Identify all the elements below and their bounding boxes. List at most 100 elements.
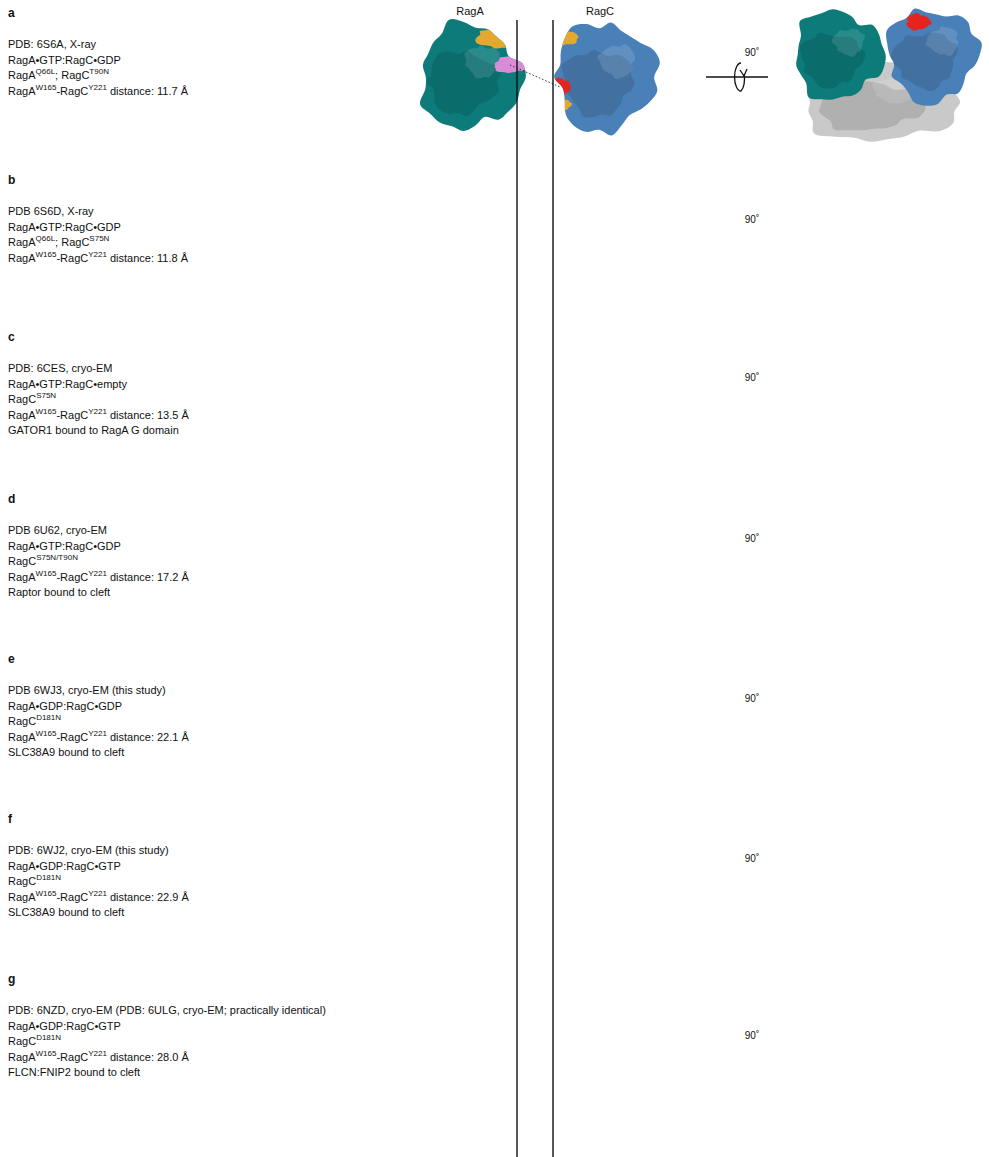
rotation-label: 90˚ — [745, 47, 759, 58]
panel-info: RagA — [8, 731, 36, 743]
rotation-label: 90˚ — [745, 533, 759, 544]
superscript-text: W165 — [36, 407, 57, 416]
panel-info: -RagC — [56, 731, 88, 743]
superscript-text: Y221 — [88, 569, 107, 578]
panel-info: distance: 22.9 Å — [110, 891, 189, 903]
panel-info-line: RagA•GTP:RagC•empty — [8, 377, 127, 391]
superscript-text: W165 — [36, 569, 57, 578]
superscript-text: S75N — [89, 234, 109, 243]
raga-surface — [796, 9, 886, 99]
panel-info: RagA•GDP:RagC•GDP — [8, 700, 122, 712]
panel-info: Raptor bound to cleft — [8, 586, 110, 598]
panel-info-line: RagA•GTP:RagC•GDP — [8, 220, 121, 234]
rotation-label: 90˚ — [745, 372, 759, 383]
panel-letter-line: a — [8, 6, 15, 20]
panel-info: RagA — [8, 252, 36, 264]
rotation-label-line: 90˚ — [745, 370, 759, 385]
panel-info: -RagC — [56, 252, 88, 264]
panel-info-line: PDB: 6S6A, X-ray — [8, 37, 96, 51]
panel-info-line: RagAW165-RagCY221distance: 22.1 Å — [8, 730, 189, 744]
panel-info: distance: 17.2 Å — [110, 571, 189, 583]
panel-info-line: SLC38A9 bound to cleft — [8, 745, 124, 759]
panel-info: RagA•GDP:RagC•GTP — [8, 860, 121, 872]
panel-info: PDB 6U62, cryo-EM — [8, 524, 107, 536]
panel-letter: f — [8, 812, 12, 826]
panel-info-line: PDB: 6NZD, cryo-EM (PDB: 6ULG, cryo-EM; … — [8, 1003, 326, 1017]
panel-info: -RagC — [56, 891, 88, 903]
rotation-label: 90˚ — [745, 1030, 759, 1041]
panel-info: RagA•GTP:RagC•GDP — [8, 221, 121, 233]
panel-letter-line: g — [8, 972, 15, 986]
superscript-text: Y221 — [88, 1049, 107, 1058]
panel-info-line: RagCD181N — [8, 1034, 61, 1048]
panel-info-line: RagCD181N — [8, 714, 61, 728]
panel-info-line: RagA•GTP:RagC•GDP — [8, 539, 121, 553]
rotation-label-line: 90˚ — [745, 691, 759, 706]
rotation-label: 90˚ — [745, 214, 759, 225]
panel-info: PDB: 6NZD, cryo-EM (PDB: 6ULG, cryo-EM; … — [8, 1004, 326, 1016]
rotation-label-line: 90˚ — [745, 212, 759, 227]
panel-info-line: PDB: 6CES, cryo-EM — [8, 361, 113, 375]
rotation-label-line: 90˚ — [745, 531, 759, 546]
superscript-text: T90N — [89, 67, 109, 76]
rotation-label-line: 90˚ — [745, 1028, 759, 1043]
panel-info: SLC38A9 bound to cleft — [8, 746, 124, 758]
panel-info: -RagC — [56, 85, 88, 97]
panel-info: PDB 6WJ3, cryo-EM (this study) — [8, 684, 166, 696]
rotation-icon — [706, 63, 768, 91]
superscript-text: S75N/T90N — [36, 553, 78, 562]
rotation-label-line: 90˚ — [745, 851, 759, 866]
panel-info: distance: 13.5 Å — [110, 409, 189, 421]
superscript-text: D181N — [36, 873, 61, 882]
panel-info-line: RagAW165-RagCY221distance: 28.0 Å — [8, 1050, 189, 1064]
panel-info-line: Raptor bound to cleft — [8, 585, 110, 599]
panel-info-line: RagAW165-RagCY221distance: 13.5 Å — [8, 408, 189, 422]
panel-letter-line: f — [8, 812, 12, 826]
panel-info: ; RagC — [55, 236, 89, 248]
panel-letter: e — [8, 652, 15, 666]
panel-info-line: RagAW165-RagCY221distance: 22.9 Å — [8, 890, 189, 904]
panel-letter-line: c — [8, 330, 15, 344]
superscript-text: Y221 — [88, 889, 107, 898]
panel-letter: c — [8, 330, 15, 344]
panel-info: GATOR1 bound to RagA G domain — [8, 424, 179, 436]
panel-letter: d — [8, 492, 15, 506]
panel-info-line: RagA•GDP:RagC•GTP — [8, 1019, 121, 1033]
panel-info: PDB 6S6D, X-ray — [8, 205, 94, 217]
panel-letter-line: b — [8, 173, 15, 187]
panel-info: FLCN:FNIP2 bound to cleft — [8, 1066, 140, 1078]
panel-info: RagC — [8, 715, 36, 727]
panel-info-line: RagAQ66L; RagCT90N — [8, 68, 109, 82]
panel-info-line: PDB 6S6D, X-ray — [8, 204, 94, 218]
panel-info: -RagC — [56, 1051, 88, 1063]
panel-info-line: RagCS75N — [8, 392, 56, 406]
panel-info: PDB: 6WJ2, cryo-EM (this study) — [8, 844, 169, 856]
superscript-text: Y221 — [88, 250, 107, 259]
side-view — [796, 8, 982, 141]
panel-info: distance: 28.0 Å — [110, 1051, 189, 1063]
column-header: RagC — [586, 5, 614, 17]
panel-info: -RagC — [56, 409, 88, 421]
superscript-text: Q66L — [36, 67, 56, 76]
superscript-text: D181N — [36, 1033, 61, 1042]
superscript-text: W165 — [36, 83, 57, 92]
panel-info-line: RagA•GDP:RagC•GDP — [8, 699, 122, 713]
panel-info: PDB: 6S6A, X-ray — [8, 38, 96, 50]
panel-info-line: SLC38A9 bound to cleft — [8, 905, 124, 919]
surface-patch — [475, 24, 534, 49]
panel-info-line: RagAW165-RagCY221distance: 11.8 Å — [8, 251, 188, 265]
panel-info-line: PDB 6U62, cryo-EM — [8, 523, 107, 537]
panel-info-line: FLCN:FNIP2 bound to cleft — [8, 1065, 140, 1079]
panel-info: -RagC — [56, 571, 88, 583]
panel-info: RagA•GTP:RagC•empty — [8, 378, 127, 390]
surface-patch — [551, 99, 572, 112]
panel-info: RagA — [8, 236, 36, 248]
panel-info: RagA — [8, 1051, 36, 1063]
surface-patch — [906, 13, 932, 31]
reference-line — [516, 20, 517, 1157]
reference-line — [552, 20, 553, 1157]
panel-info: RagA — [8, 85, 36, 97]
rotation-label-line: 90˚ — [745, 45, 759, 60]
superscript-text: W165 — [36, 889, 57, 898]
panel-info: distance: 11.7 Å — [110, 85, 188, 97]
